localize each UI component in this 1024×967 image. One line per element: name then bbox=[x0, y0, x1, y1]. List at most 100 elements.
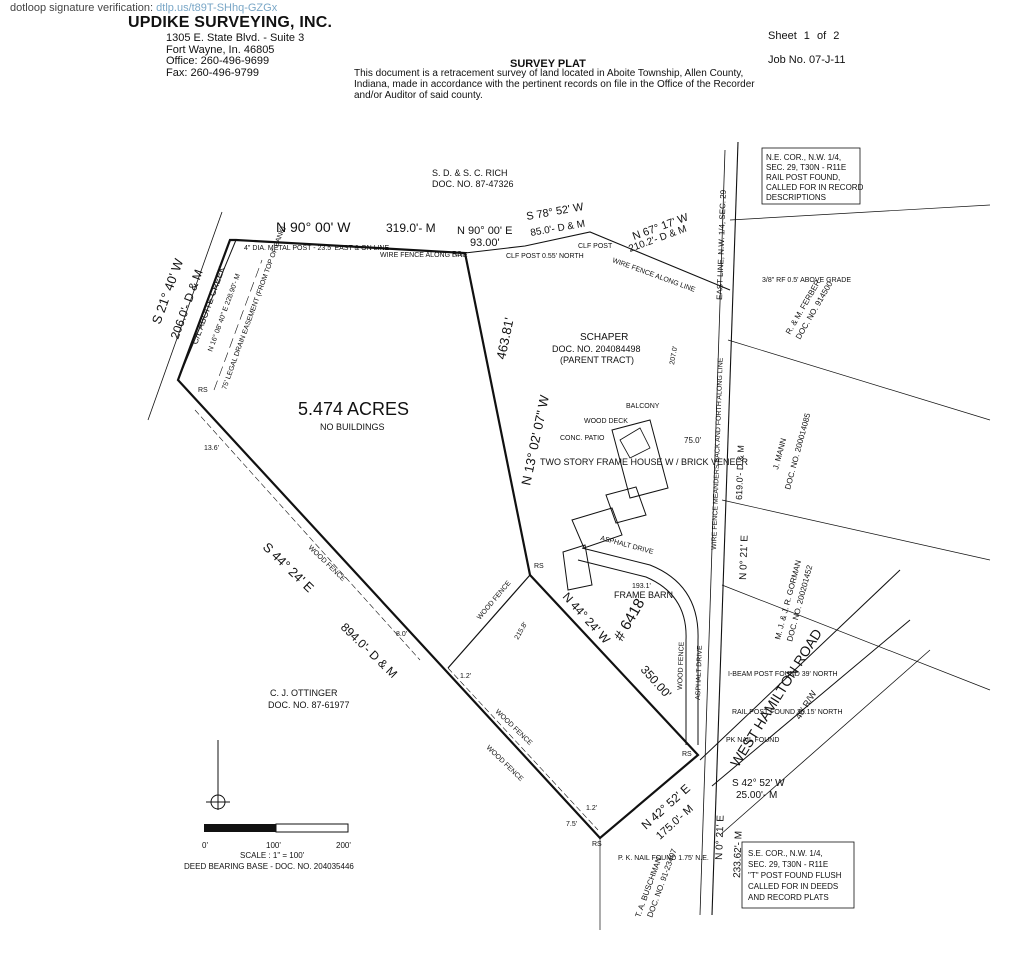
address-line: Fort Wayne, In. 46805 bbox=[166, 43, 275, 56]
se-corner-line: AND RECORD PLATS bbox=[748, 893, 829, 902]
rs-marker: RS bbox=[452, 251, 462, 258]
wood-fence-label: WOOD FENCE bbox=[307, 544, 347, 583]
ne-corner-box bbox=[761, 147, 861, 205]
east-line-label: EAST LINE, N.W. 1/4, SEC. 29 bbox=[715, 189, 728, 300]
road-bearing: S 42° 52' W bbox=[732, 778, 785, 789]
rich-label: S. D. & S. C. RICH bbox=[432, 168, 508, 178]
asphalt-drive-label: ASPHALT DRIVE bbox=[599, 535, 654, 556]
no-buildings-label: NO BUILDINGS bbox=[320, 422, 385, 432]
ottinger-label: C. J. OTTINGER bbox=[270, 688, 338, 698]
north-line2-distance: 93.00' bbox=[470, 237, 500, 249]
ne-corner-line: SEC. 29, T30N - R11E bbox=[766, 163, 846, 172]
signature-verification: dotloop signature verification: dtlp.us/… bbox=[10, 2, 277, 14]
house-footprint bbox=[611, 419, 669, 499]
deck-footprint bbox=[619, 427, 651, 459]
house-parcel-line bbox=[447, 574, 531, 669]
dim-1-2b: 1.2' bbox=[586, 805, 597, 812]
document-title: SURVEY PLAT bbox=[510, 58, 586, 70]
company-address: 1305 E. State Blvd. - Suite 3 Fort Wayne… bbox=[166, 32, 305, 79]
ne-corner-line: N.E. COR., N.W. 1/4, bbox=[766, 153, 841, 162]
address-number: # 6418 bbox=[611, 596, 649, 644]
wire-fence-label: WIRE FENCE ALONG LINE bbox=[380, 252, 468, 259]
dim-215: 215.8' bbox=[514, 621, 529, 641]
dim-7-5: 7.5' bbox=[566, 821, 577, 828]
se-corner-line: SEC. 29, T30N - R11E bbox=[748, 860, 828, 869]
east-line-bearing-2: N 0° 21' E bbox=[714, 815, 727, 861]
north-line-distance: 319.0'- M bbox=[386, 221, 436, 235]
sheet-number: Sheet 1 of 2 bbox=[768, 30, 840, 42]
acreage-label: 5.474 ACRES bbox=[298, 399, 409, 419]
balcony-label: BALCONY bbox=[626, 403, 660, 410]
dim-1-2: 1.2' bbox=[460, 673, 471, 680]
scale-label: SCALE : 1" = 100' bbox=[240, 851, 305, 860]
rich-doc: DOC. NO. 87-47326 bbox=[432, 179, 514, 189]
north-boundary-east bbox=[464, 231, 731, 291]
rail-post-label: RAIL POST FOUND 30.15' NORTH bbox=[732, 709, 843, 716]
verification-link[interactable]: dtlp.us/t89T-SHhq-GZGx bbox=[156, 2, 278, 14]
pk-nail-label: PK NAIL FOUND bbox=[726, 737, 779, 744]
mann-doc: DOC. NO. 200014085 bbox=[783, 412, 812, 491]
scale-tick: 0' bbox=[202, 841, 208, 850]
address-line: Office: 260-496-9699 bbox=[166, 55, 270, 67]
dim-13-6: 13.6' bbox=[204, 445, 219, 452]
parcel-boundary bbox=[176, 238, 700, 840]
dim-75: 75.0' bbox=[684, 436, 702, 445]
scale-bar bbox=[204, 823, 349, 833]
ottinger-doc: DOC. NO. 87-61977 bbox=[268, 700, 350, 710]
house-label: TWO STORY FRAME HOUSE W / BRICK VENEER bbox=[540, 457, 749, 467]
address-line: Fax: 260-496-9799 bbox=[166, 66, 259, 79]
schaper-doc: DOC. NO. 204084498 bbox=[552, 344, 641, 354]
wood-fence-label: WOOD FENCE bbox=[677, 641, 686, 690]
metal-post-label: 4" DIA. METAL POST - 23.5' EAST & ON LIN… bbox=[244, 245, 389, 252]
company-name: UPDIKE SURVEYING, INC. bbox=[128, 14, 333, 31]
verification-label: dotloop signature verification: bbox=[10, 2, 154, 14]
road-width: 40' R/W bbox=[793, 688, 819, 721]
rs-marker: RS bbox=[682, 751, 692, 758]
address-line: 1305 E. State Blvd. - Suite 3 bbox=[166, 32, 305, 44]
fence-meanders: WIRE FENCE MEANDERS BACK AND FORTH ALONG… bbox=[711, 357, 725, 550]
north-line2-bearing: N 90° 00' E bbox=[457, 225, 512, 237]
se-corner-box bbox=[741, 841, 855, 909]
road-bearing-distance: 25.00'- M bbox=[736, 790, 777, 801]
rs-marker: RS bbox=[198, 387, 208, 394]
se-corner-line: CALLED FOR IN DEEDS bbox=[748, 882, 838, 891]
north-line3-distance: 85.0'- D & M bbox=[530, 219, 586, 239]
road-edge bbox=[711, 619, 911, 787]
dim-207: 207.0' bbox=[669, 346, 679, 366]
clf-post-north: CLF POST 0.55' NORTH bbox=[506, 253, 584, 260]
asphalt-drive-label-2: ASPHALT DRIVE bbox=[695, 645, 704, 700]
ne-corner-line: CALLED FOR IN RECORD bbox=[766, 183, 864, 192]
scale-tick: 200' bbox=[336, 841, 351, 850]
pk-nail-found: P. K. NAIL FOUND 1.75' N.E. bbox=[618, 855, 709, 862]
clf-post-label: CLF POST bbox=[578, 243, 613, 250]
diag-line-bearing: N 13° 02' 07" W bbox=[518, 393, 552, 487]
east-line-bearing: N 0° 21' E bbox=[738, 535, 751, 581]
ne-corner-line: DESCRIPTIONS bbox=[766, 193, 826, 202]
diag-line-distance: 463.81' bbox=[493, 316, 516, 360]
east-section-line bbox=[711, 141, 739, 916]
barn-footprint bbox=[562, 544, 593, 591]
frame-barn-label: FRAME BARN bbox=[614, 590, 673, 600]
ibeam-label: I-BEAM POST FOUND 39' NORTH bbox=[728, 671, 838, 678]
road-edge bbox=[699, 569, 901, 761]
rf-above-grade: 3/8" RF 0.5' ABOVE GRADE bbox=[762, 277, 851, 284]
scale-tick: 100' bbox=[266, 841, 281, 850]
south-line-distance: 894.0'- D & M bbox=[338, 620, 400, 681]
bearing-basis: DEED BEARING BASE - DOC. NO. 204035446 bbox=[184, 862, 354, 871]
east-fence-line bbox=[699, 149, 726, 916]
document-description: This document is a retracement survey of… bbox=[354, 68, 755, 101]
asphalt-drive bbox=[581, 547, 699, 745]
wood-deck-label: WOOD DECK bbox=[584, 418, 628, 425]
job-number: Job No. 07-J-11 bbox=[768, 54, 846, 66]
se-corner-line: "T" POST FOUND FLUSH bbox=[748, 871, 842, 880]
wire-fence-label-2: WIRE FENCE ALONG LINE bbox=[611, 257, 696, 294]
ne-corner-line: RAIL POST FOUND, bbox=[766, 173, 840, 182]
schaper-label: SCHAPER bbox=[580, 332, 628, 343]
rs-marker: RS bbox=[592, 841, 602, 848]
se-corner-line: S.E. COR., N.W. 1/4, bbox=[748, 849, 823, 858]
parcel-line-bearing: N 44° 24' W bbox=[560, 590, 614, 647]
dim-193: 193.1' bbox=[632, 583, 651, 590]
rs-marker: RS bbox=[534, 563, 544, 570]
schaper-parent: (PARENT TRACT) bbox=[560, 355, 634, 365]
